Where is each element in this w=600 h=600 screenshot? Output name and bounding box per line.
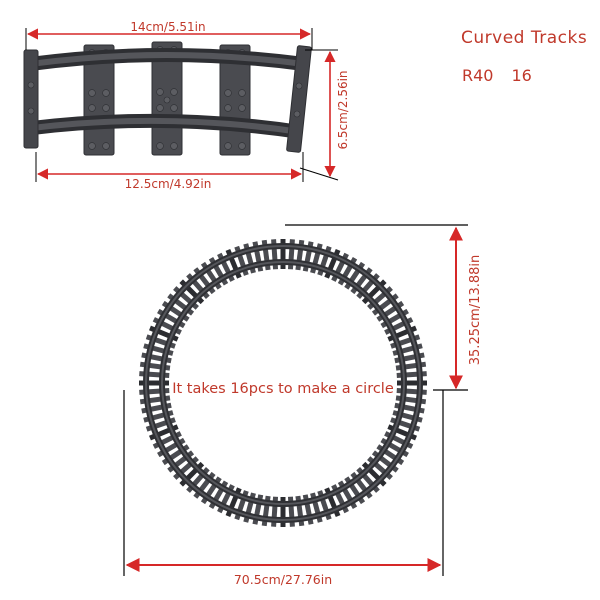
product-title: Curved Tracks [461, 28, 588, 48]
piece-dimension-guides [25, 28, 339, 182]
track-end-connectors [23, 45, 312, 153]
single-track-piece [23, 41, 312, 156]
track-circle [139, 239, 427, 527]
title-row: Curved Tracks [461, 28, 587, 48]
circle-dimension-arrows [125, 226, 463, 572]
spec-row: R40 16 [462, 66, 532, 85]
circle-caption: It takes 16pcs to make a circle [172, 381, 394, 397]
radius-spec: R40 [462, 66, 494, 85]
diameter-label: 70.5cm/27.76in [234, 572, 332, 587]
connector-studs [27, 81, 303, 118]
radius-label: 35.25cm/13.88in [468, 255, 483, 365]
track-rails [29, 48, 305, 139]
count-spec: 16 [511, 66, 532, 85]
circle-dimension-guides [123, 224, 468, 576]
top-width-label: 14cm/5.51in [130, 20, 205, 34]
height-label: 6.5cm/2.56in [336, 70, 350, 149]
bottom-width-label: 12.5cm/4.92in [125, 177, 212, 191]
piece-dimension-arrows [26, 28, 336, 180]
